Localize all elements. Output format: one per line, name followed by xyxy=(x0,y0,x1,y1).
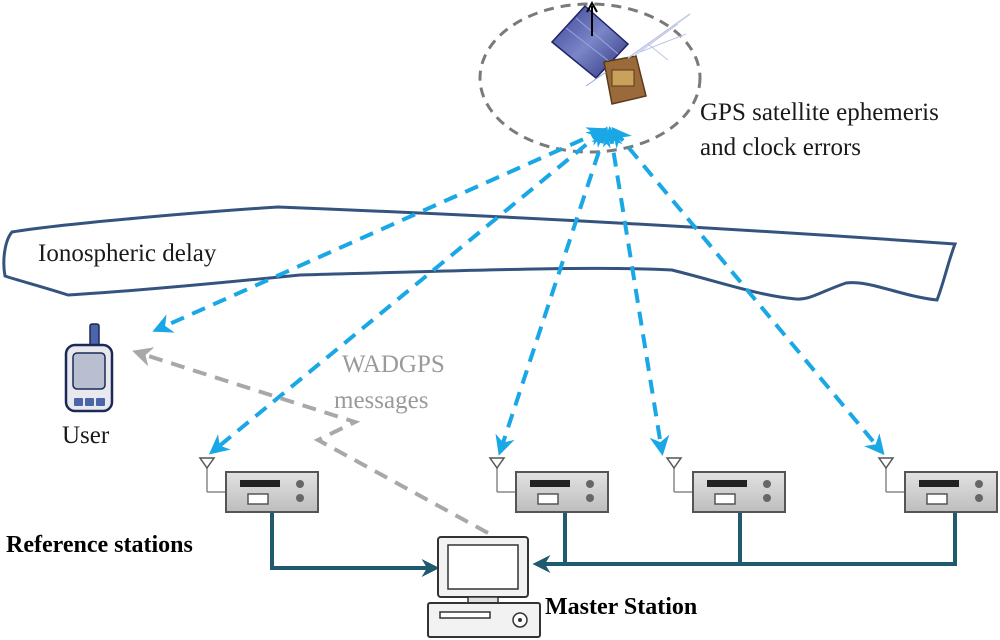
reference-stations-label: Reference stations xyxy=(6,532,193,558)
wadgps-messages-label-line2: messages xyxy=(334,387,428,414)
master-station-label: Master Station xyxy=(545,594,697,620)
reference-station-1 xyxy=(198,457,319,513)
wadgps-message-path xyxy=(132,347,489,535)
reference-station-3 xyxy=(665,457,786,513)
ionosphere-label: Ionospheric delay xyxy=(38,240,217,267)
reference-station-2 xyxy=(488,457,609,513)
signal-link-station-1 xyxy=(208,127,608,455)
signal-link-station-2 xyxy=(495,126,611,456)
satellite-icon xyxy=(550,0,691,105)
handheld-gps-icon xyxy=(64,323,114,413)
satellite-errors-label: GPS satellite ephemeris xyxy=(700,99,939,126)
signal-link-user xyxy=(152,127,608,333)
computer-icon xyxy=(427,536,541,638)
satellite-errors-label-line2: and clock errors xyxy=(700,134,861,161)
wadgps-messages-label: WADGPS xyxy=(342,351,445,378)
user-label: User xyxy=(62,422,110,449)
network-link-stations-right xyxy=(532,512,957,573)
signal-link-station-4 xyxy=(611,126,885,456)
reference-station-4 xyxy=(877,457,998,513)
network-link-station-1 xyxy=(270,512,440,577)
signal-link-station-3 xyxy=(602,126,670,456)
station-network xyxy=(270,512,957,577)
satellite-signal-links xyxy=(152,126,885,456)
